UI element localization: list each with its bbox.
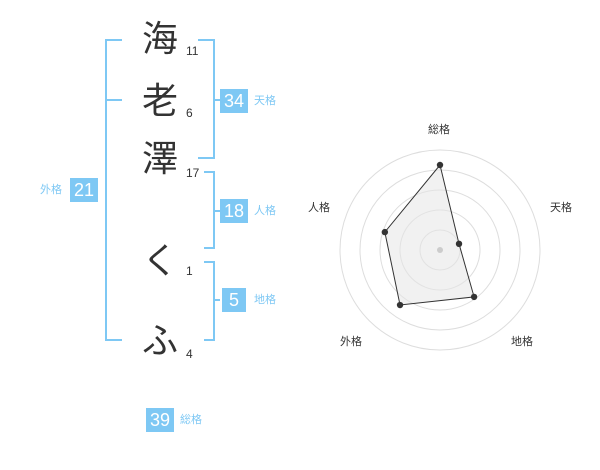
stroke-count-2: 6 [186,106,193,120]
gaikaku-label: 外格 [40,183,62,196]
chikaku-badge: 5 [222,288,246,312]
radar-axis-label-chikaku: 地格 [511,335,533,348]
name-char-1: 海 [141,19,178,60]
radar-axis-label-gaikaku: 外格 [340,335,362,348]
tenkaku-badge: 34 [220,89,248,113]
stroke-count-4: 1 [186,264,193,278]
chikaku-label: 地格 [254,293,276,306]
name-char-2: 老 [141,81,178,122]
name-char-4: く [141,241,178,282]
stroke-count-5: 4 [186,347,193,361]
stroke-count-1: 11 [186,44,199,58]
radar-point-1 [436,161,444,169]
radar-axis-label-tenkaku: 天格 [550,201,572,214]
jinkaku-badge: 18 [220,199,248,223]
radar-point-2 [455,240,463,248]
radar-point-5 [381,228,389,236]
tenkaku-label: 天格 [254,94,276,107]
radar-center-dot [437,247,443,253]
radar-point-4 [396,301,404,309]
radar-polygon [384,163,475,306]
jinkaku-label: 人格 [254,204,276,217]
radar-axis-label-jinkaku: 人格 [308,201,330,214]
gaikaku-bracket [105,39,122,341]
stroke-count-3: 17 [186,166,200,180]
name-char-5: ふ [141,321,178,362]
radar-point-3 [470,293,478,301]
soukaku-label: 総格 [180,413,202,426]
soukaku-badge: 39 [146,408,174,432]
gaikaku-badge: 21 [70,178,98,202]
radar-axis-label-soukaku: 総格 [428,123,450,136]
name-char-3: 澤 [141,139,178,180]
